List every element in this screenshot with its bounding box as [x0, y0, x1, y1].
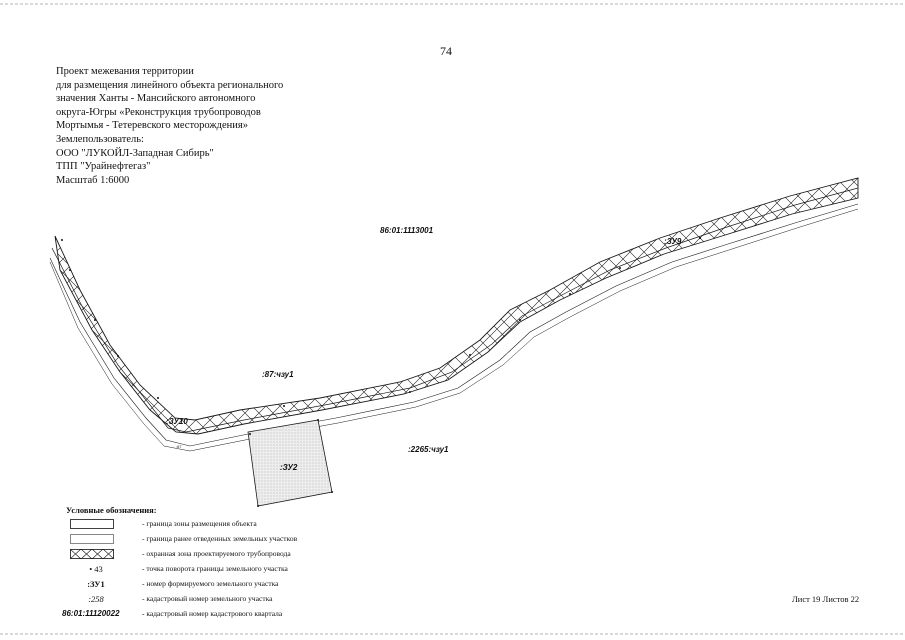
legend-item-cadastral-quarter: 86:01:11120022 кадастровый номер кадастр…	[62, 609, 366, 623]
legend-text: граница зоны размещения объекта	[142, 519, 256, 528]
legend-item-turning-point: • 43 точка поворота границы земельного у…	[66, 564, 366, 578]
road-line	[49, 203, 859, 447]
legend-item-new-parcel: :ЗУ1 номер формируемого земельного участ…	[66, 579, 366, 593]
parcel-zu2-label: :ЗУ2	[280, 463, 298, 472]
legend-item-prior-parcels: граница ранее отведенных земельных участ…	[66, 534, 366, 548]
parcel-87-label: :87:чзу1	[262, 370, 294, 379]
legend-text: кадастровый номер земельного участка	[142, 594, 272, 603]
protection-zone-symbol	[70, 549, 114, 559]
title-line: Масштаб 1:6000	[56, 174, 130, 186]
legend-item-cadastral-parcel: :258 кадастровый номер земельного участк…	[66, 594, 366, 608]
pipeline-line	[51, 187, 859, 433]
legend: Условные обозначения: граница зоны разме…	[62, 505, 297, 618]
new-parcel-symbol: :ЗУ1	[87, 579, 105, 589]
prior-parcels-symbol	[70, 534, 114, 544]
parcel-87-small-label: :87	[176, 444, 182, 449]
zone-boundary-symbol	[70, 519, 114, 529]
sheet-info: Лист 19 Листов 22	[792, 594, 860, 604]
legend-text: кадастровый номер кадастрового квартала	[142, 609, 282, 618]
legend-text: точка поворота границы земельного участк…	[142, 564, 287, 573]
legend-text: номер формируемого земельного участка	[142, 579, 278, 588]
title-line: округа-Югры «Реконструкция трубопроводов	[56, 106, 261, 118]
legend-item-zone-boundary: граница зоны размещения объекта	[66, 519, 366, 533]
cadastral-parcel-symbol: :258	[88, 594, 104, 604]
legend-item-protection-zone: охранная зона проектируемого трубопровод…	[66, 549, 366, 563]
parcel-2265-label: :2265:чзу1	[408, 445, 449, 454]
title-block: Проект межевания территории для размещен…	[56, 65, 283, 187]
turning-point-symbol: • 43	[89, 564, 103, 574]
road-line	[49, 208, 859, 452]
title-line: ТПП "Урайнефтегаз"	[56, 161, 151, 173]
legend-title: Условные обозначения:	[66, 505, 157, 515]
quarter-number-label: 86:01:1113001	[380, 226, 434, 235]
title-line: значения Ханты - Мансийского автономного	[56, 93, 256, 105]
cadastral-quarter-symbol: 86:01:11120022	[62, 609, 120, 618]
title-line: Землепользователь:	[56, 133, 144, 145]
title-line: Мортымья - Тетеревского месторождения»	[56, 120, 248, 132]
legend-text: граница ранее отведенных земельных участ…	[142, 534, 297, 543]
parcel-zu9-label: :ЗУ9	[664, 237, 682, 246]
title-line: для размещения линейного объекта региона…	[56, 79, 284, 91]
title-line: Проект межевания территории	[56, 66, 194, 77]
parcel-zu10-label: :ЗУ10	[166, 417, 188, 426]
protection-zone	[54, 177, 859, 435]
title-line: ООО "ЛУКОЙЛ-Западная Сибирь"	[56, 147, 214, 159]
page-number: 74	[440, 44, 452, 58]
turning-points	[61, 237, 701, 507]
legend-text: охранная зона проектируемого трубопровод…	[142, 549, 290, 558]
